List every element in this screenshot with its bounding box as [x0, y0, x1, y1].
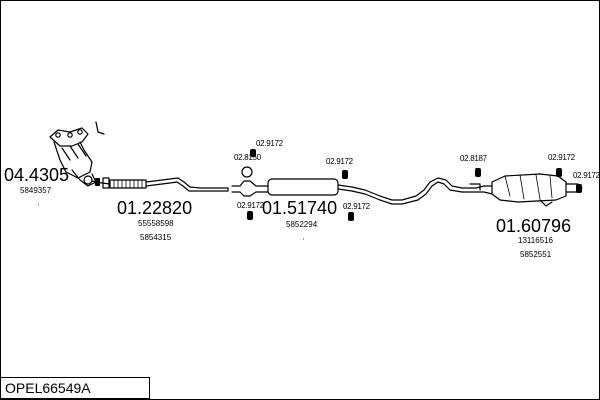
ref-number: 5854315: [140, 233, 172, 242]
front-pipe-drawing: [83, 175, 229, 192]
part-number-manifold: 04.4305: [4, 165, 70, 185]
hanger-icon: [576, 184, 582, 193]
fitting-number: 02.9172: [256, 139, 283, 148]
hanger-icon: [475, 168, 481, 177]
manifold-catalyst-drawing: [49, 121, 105, 187]
hanger-icon: [250, 149, 256, 157]
clamp-icon: [95, 178, 100, 186]
ref-number: 13116516: [518, 236, 553, 245]
hanger-icon: [348, 212, 354, 221]
ref-number: 5852294: [286, 220, 318, 229]
hanger-icon: [342, 170, 348, 179]
part-number-front-pipe: 01.22820: [117, 198, 193, 218]
assembly-code-label: OPEL66549A: [0, 377, 150, 399]
ref-number: 5849357: [20, 186, 52, 195]
part-number-middle-silencer: 01.51740: [262, 198, 338, 218]
ref-number: 5852551: [520, 250, 552, 259]
middle-silencer-drawing: [231, 166, 463, 205]
fitting-number: 02.9172: [573, 171, 600, 180]
hanger-icon: [247, 211, 253, 220]
rear-silencer-drawing: [461, 173, 583, 207]
ref-number: 55558598: [138, 219, 174, 228]
fitting-number: 02.9172: [237, 201, 264, 210]
fitting-number: 02.9172: [343, 202, 370, 211]
fitting-number: 02.9172: [548, 153, 575, 162]
hanger-icon: [556, 168, 562, 177]
fitting-number: 02.8150: [234, 153, 261, 162]
part-number-rear-silencer: 01.60796: [496, 216, 572, 236]
fitting-number: 02.9172: [326, 157, 353, 166]
fitting-number: 02.8187: [460, 154, 487, 163]
